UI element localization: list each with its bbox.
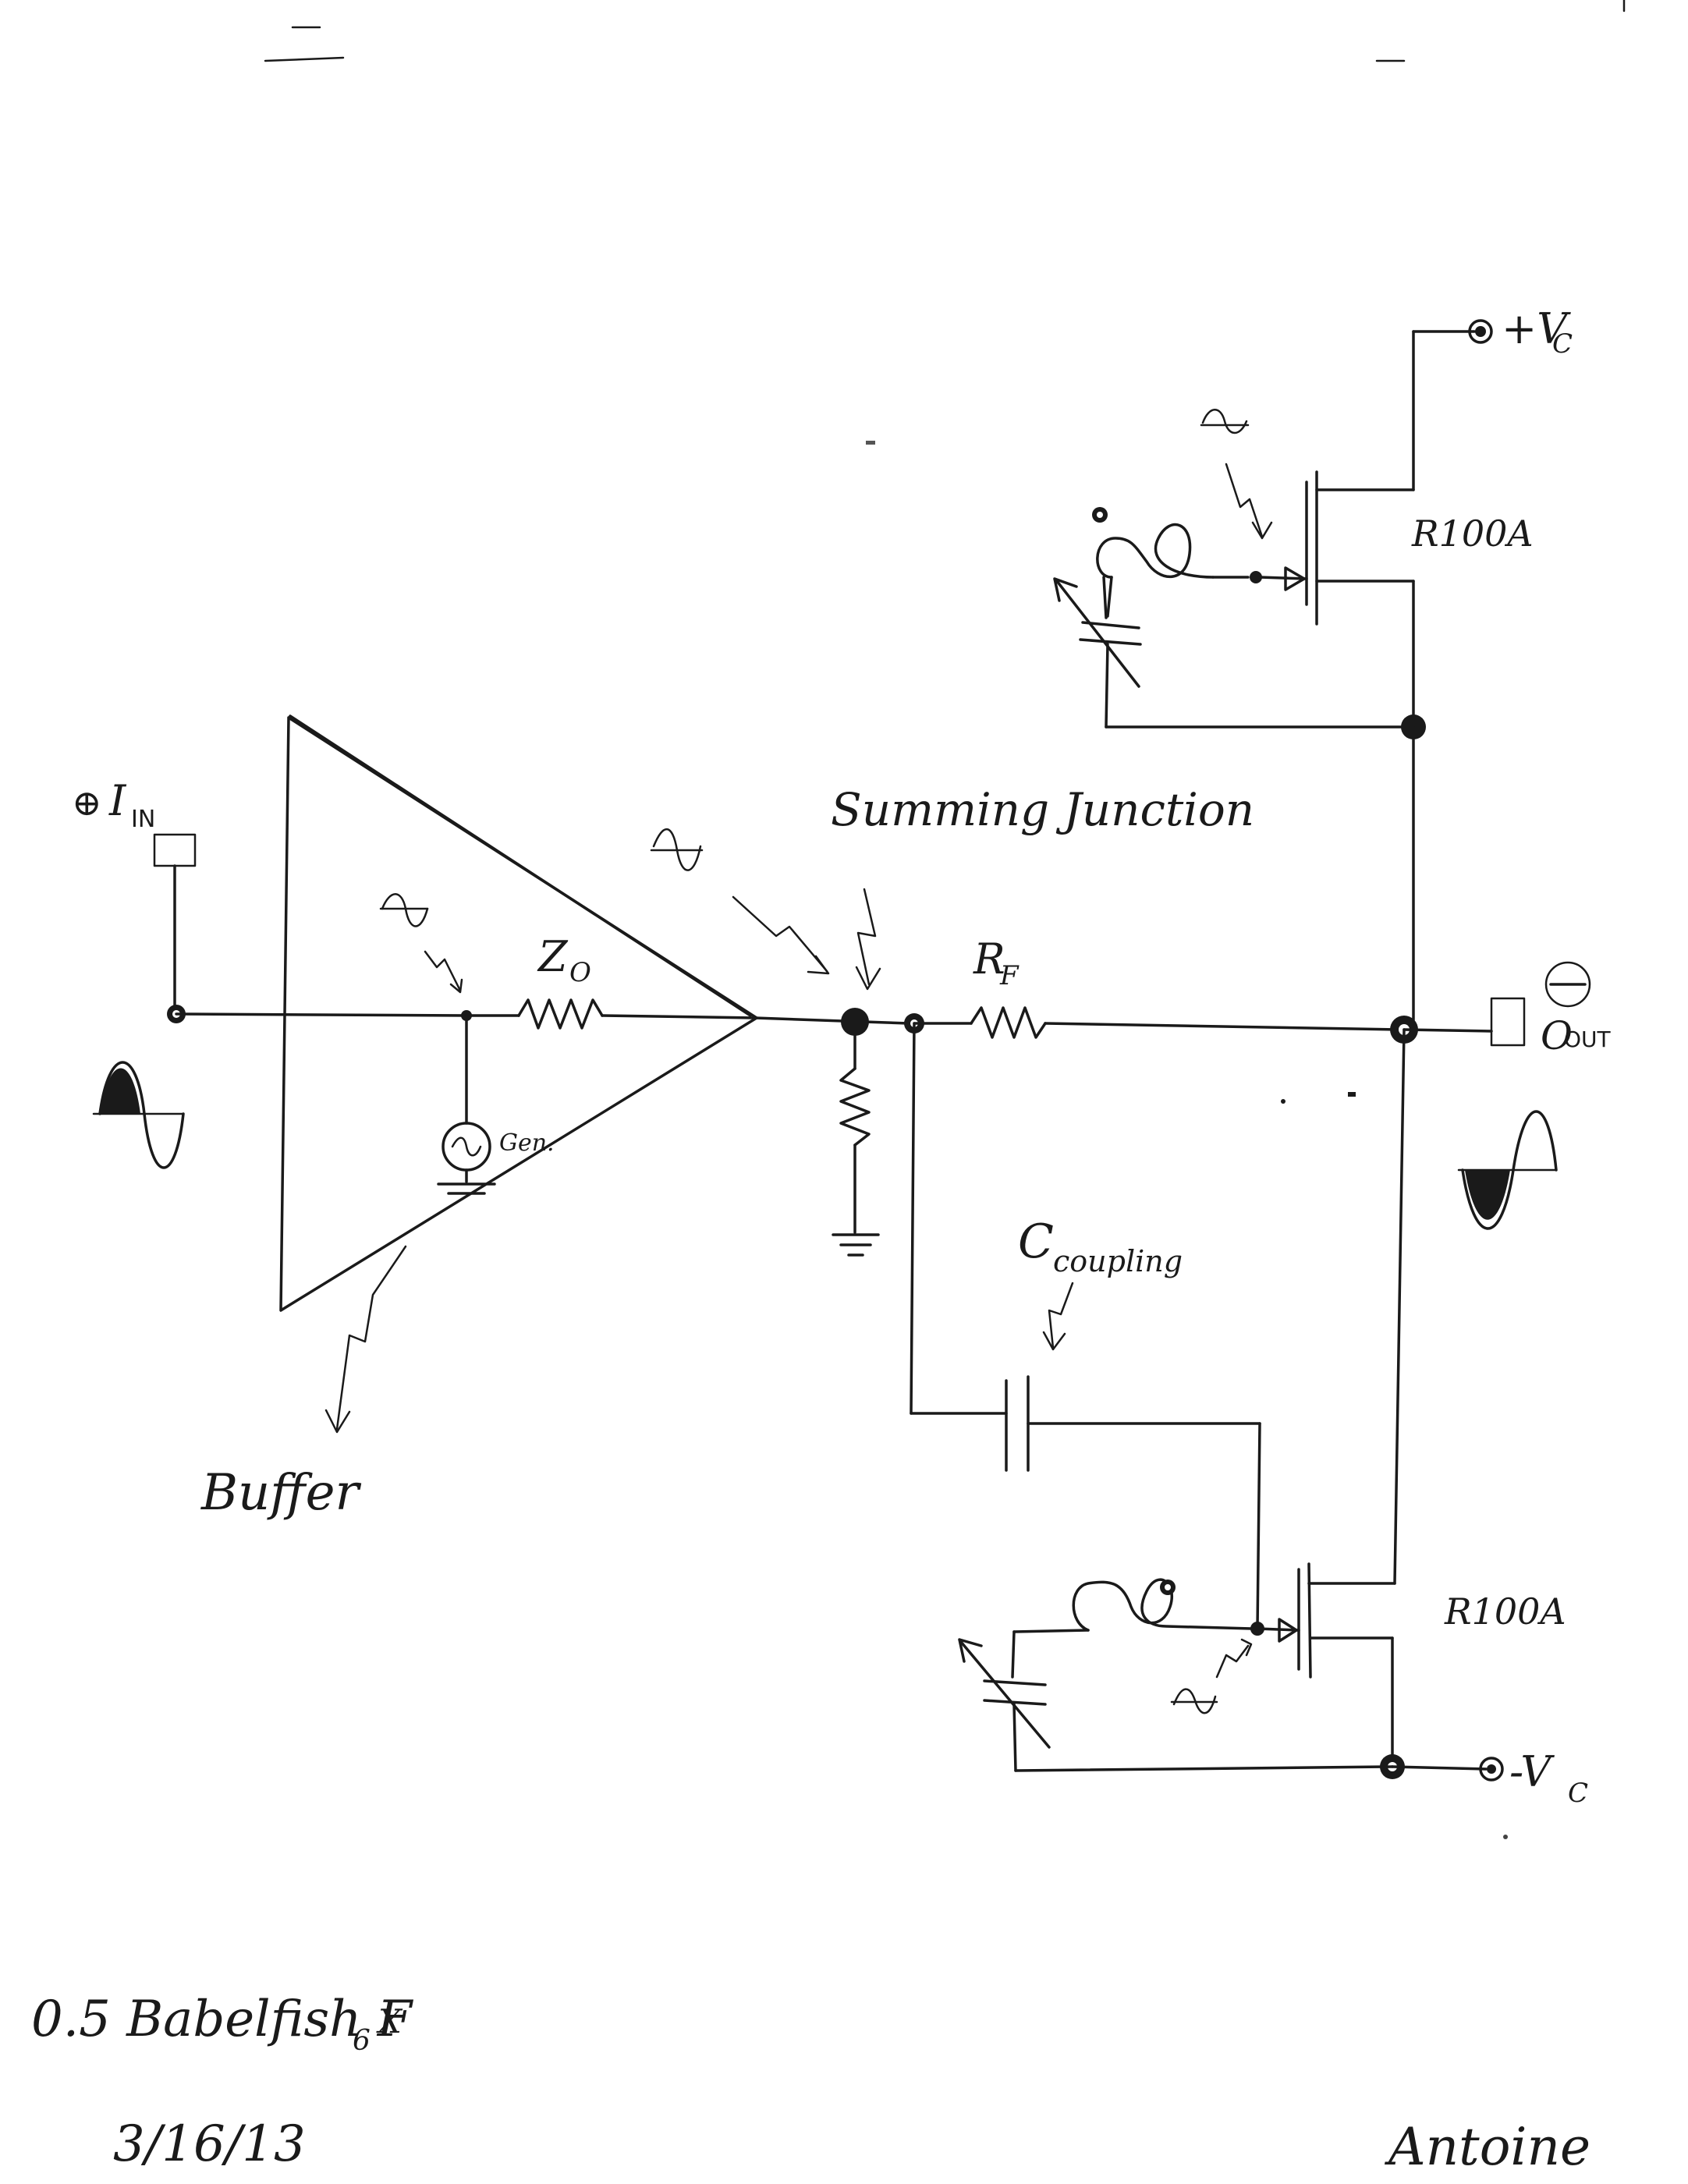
drawing-title-suffix: X: [376, 2002, 403, 2040]
output-waveform-fill: [1465, 1170, 1510, 1220]
upper-transistor: [1053, 319, 1493, 1031]
feedback-resistor: [970, 1006, 1047, 1039]
pos-supply-terminal: [1468, 319, 1493, 344]
drawing-title: 0.5 Babelfish F: [31, 1991, 414, 2048]
output-label: OUT: [1564, 1026, 1612, 1052]
internal-generator: [379, 893, 757, 1195]
drawing-title-sub: 6: [353, 2025, 371, 2057]
zo-resistor: [517, 998, 604, 1030]
input-label-I: I: [108, 776, 127, 825]
pos-supply-sub: C: [1552, 328, 1573, 360]
summing-junction-label: Summing Junction: [831, 783, 1254, 836]
coupling-label: C: [1018, 1214, 1054, 1269]
neg-supply-sub: C: [1568, 1778, 1588, 1809]
coupling-path: [910, 1022, 1261, 1630]
buffer-amplifier: [279, 714, 758, 1312]
output-label-O: O: [1541, 1013, 1573, 1058]
input-label: IN: [131, 806, 155, 833]
scan-specks: [866, 441, 1508, 1839]
input-waveform-fill: [100, 1068, 140, 1114]
input-sign: ⊕: [72, 782, 102, 824]
rf-label-sub: F: [999, 960, 1020, 991]
buffer-pointer: [324, 1245, 407, 1434]
neg-supply-terminal: [1479, 1757, 1504, 1782]
shunt-resistor: [839, 1067, 871, 1147]
input-section: [92, 833, 470, 1169]
rf-label: R: [973, 934, 1005, 984]
signature: Antoine: [1384, 2117, 1590, 2177]
zo-label: Z: [537, 932, 569, 981]
output-sign-circle: [1544, 961, 1591, 1008]
generator-label: Gen.: [499, 1129, 555, 1157]
output-terminal: [1490, 997, 1526, 1047]
upper-inductor: [1096, 523, 1215, 579]
buffer-label: Buffer: [200, 1464, 361, 1522]
input-terminal: [153, 833, 197, 867]
feedback-path: [913, 1006, 1418, 1044]
pos-supply-label: +V: [1502, 304, 1571, 353]
zo-label-sub: O: [569, 957, 591, 988]
lower-inductor: [1072, 1578, 1254, 1632]
drawing-date: 3/16/13: [113, 2115, 306, 2173]
lower-transistor-label: R100A: [1444, 1590, 1566, 1633]
neg-supply-label: -V: [1509, 1747, 1555, 1796]
coupling-label-sub: coupling: [1053, 1244, 1183, 1278]
scan-artifacts: [264, 0, 1626, 62]
upper-transistor-label: R100A: [1411, 512, 1534, 555]
summing-junction: [650, 828, 924, 1257]
lower-transistor: [958, 1028, 1504, 1782]
output-section: [1403, 961, 1591, 1230]
